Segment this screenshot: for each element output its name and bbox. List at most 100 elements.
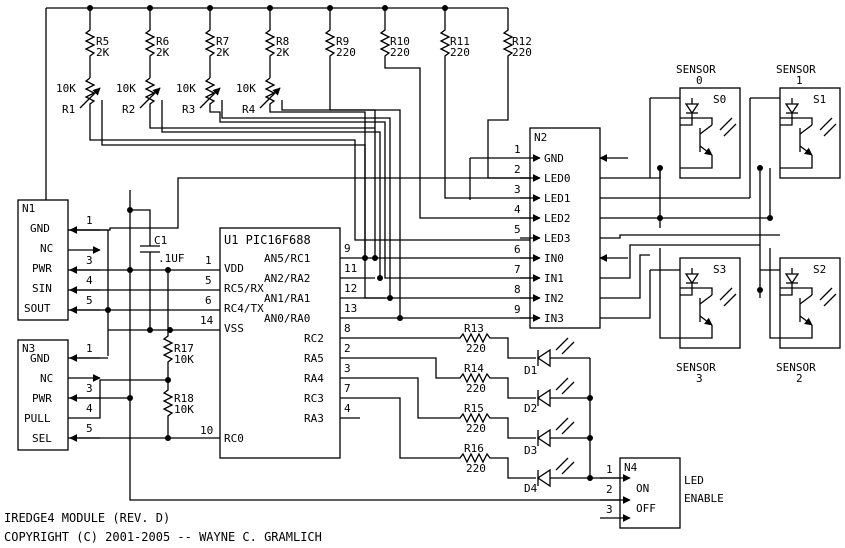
s0-index: 0 [696,74,703,87]
n4-subtitle: ENABLE [684,492,724,505]
n2-pin-num: 4 [514,203,521,216]
u1-pin-num: 2 [344,342,351,355]
r10-value: 220 [390,46,410,59]
r5-value: 2K [96,46,110,59]
power-rails [105,190,628,501]
u1-pin-num: 4 [344,402,351,415]
n4-name: N4 [624,461,638,474]
n1-pin-num: 4 [86,274,93,287]
r16-name: R16 [464,442,484,455]
n3-pin-label: GND [30,352,50,365]
r3-name: R3 [182,103,195,116]
s0-name: S0 [713,93,726,106]
r18-name: R18 [174,392,194,405]
d1-name: D1 [524,364,537,377]
n3-connector [17,339,69,451]
analog-junctions [362,255,403,321]
u1-pin-num: 10 [200,424,213,437]
r18-value: 10K [174,403,194,416]
r6-value: 2K [156,46,170,59]
n3-pin-label: NC [40,372,53,385]
n4-pin-label: ON [636,482,649,495]
u1-pin-label: AN2/RA2 [264,272,310,285]
n3-pin-num: 4 [86,402,93,415]
n4-pin-label: OFF [636,502,656,515]
s1-index: 1 [796,74,803,87]
u1-pin-num: 11 [344,262,357,275]
u1-pin-label: AN1/RA1 [264,292,310,305]
n3-pin-num: 1 [86,342,93,355]
resistor-r15: R15 220 [340,377,536,439]
pot-r2: 10K R2 [116,77,375,129]
c1-name: C1 [154,234,167,247]
n2-connector [529,127,601,329]
u1-pin-label: RA5 [304,352,324,365]
r14-value: 220 [466,382,486,395]
n2-pin-num: 3 [514,183,521,196]
pot-r3: 10K R3 [176,77,530,279]
u1-name: U1 PIC16F688 [224,233,311,247]
n4-pin-num: 2 [606,483,613,496]
r2-value: 10K [116,82,136,95]
u1-pin-label: RC5/RX [224,282,264,295]
pot-r1: 10K R1 [56,77,530,241]
n2-pin-label: IN0 [544,252,564,265]
s3-caption: SENSOR [676,361,716,374]
resistor-r13: R13 220 [340,322,536,359]
resistor-r18: R18 10K [162,380,194,438]
resistor-r6: R6 2K [144,8,170,78]
top-bus-junctions [87,5,448,11]
c1-value: .1UF [158,252,185,265]
r8-value: 2K [276,46,290,59]
r5-name: R5 [96,35,109,48]
led-common-wire [587,358,620,481]
r16-value: 220 [466,462,486,475]
n3-pin-label: PULL [24,412,51,425]
n2-pin-label: LED3 [544,232,571,245]
u1-pin-num: 1 [205,254,212,267]
s1-name: S1 [813,93,826,106]
title-line: IREDGE4 MODULE (REV. D) [4,511,170,525]
u1-chip [219,227,341,459]
u1-pin-num: 14 [200,314,214,327]
n2-pin-label: GND [544,152,564,165]
r13-value: 220 [466,342,486,355]
n2-pin-num: 6 [514,243,521,256]
u1-pin-label: RA4 [304,372,324,385]
led-d3: D3 [524,417,590,457]
n1-pin-num: 1 [86,214,93,227]
n2-pin-num: 8 [514,283,521,296]
n1-pins: GND NC PWR SIN SOUT 1 3 4 5 [24,214,93,315]
r11-value: 220 [450,46,470,59]
r12-name: R12 [512,35,532,48]
capacitor-c1: C1 .1UF [130,209,185,330]
u1-pin-label: VSS [224,322,244,335]
copyright-line: COPYRIGHT (C) 2001-2005 -- WAYNE C. GRAM… [4,530,322,544]
n2-internal-arrows [469,154,541,322]
sensor-wiring [599,97,780,339]
s3-index: 3 [696,372,703,385]
r1-name: R1 [62,103,75,116]
s1-caption: SENSOR [776,63,816,76]
r7-name: R7 [216,35,229,48]
n2-pins: GND LED0 LED1 LED2 LED3 IN0 IN1 IN2 IN3 … [514,143,571,325]
n1-connector [17,199,69,321]
s3-name: S3 [713,263,726,276]
resistor-r5: R5 2K [84,8,110,78]
resistor-r12: R12 220 [487,8,532,179]
r1-value: 10K [56,82,76,95]
n1-pin-label: GND [30,222,50,235]
resistor-r17: R17 10K [162,270,194,380]
n2-pin-num: 7 [514,263,521,276]
r13-name: R13 [464,322,484,335]
r7-value: 2K [216,46,230,59]
sensor-s0: S0 SENSOR 0 [676,63,741,179]
r4-name: R4 [242,103,256,116]
r9-name: R9 [336,35,349,48]
resistor-r9: R9 220 [324,8,376,258]
resistor-r11: R11 220 [439,8,530,199]
sensor-s3: S3 SENSOR 3 [676,257,741,385]
resistor-r16: R16 220 [340,397,536,479]
n1-pin-num: 5 [86,294,93,307]
u1-pin-num: 8 [344,322,351,335]
